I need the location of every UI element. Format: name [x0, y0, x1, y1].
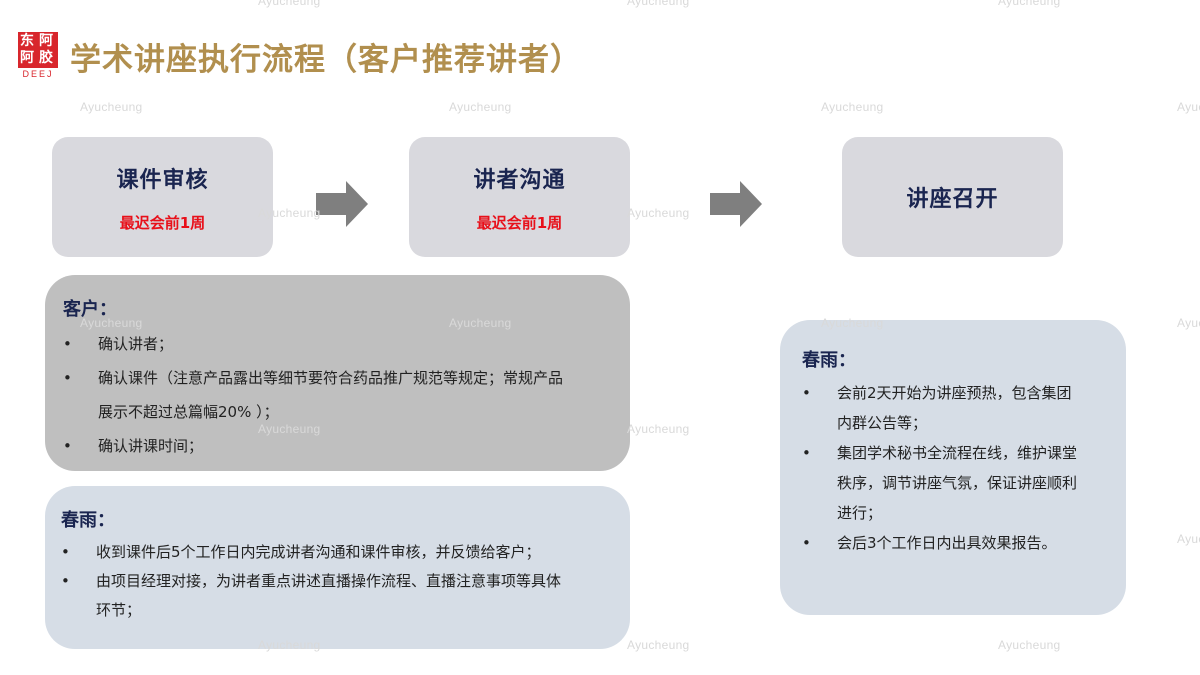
watermark: Ayucheung	[80, 100, 143, 114]
watermark: Ayucheung	[627, 638, 690, 652]
bullet-icon: •	[61, 572, 70, 590]
watermark: Ayucheung	[258, 0, 321, 8]
list-item: • 收到课件后5个工作日内完成讲者沟通和课件审核，并反馈给客户；	[61, 538, 616, 567]
bullet-icon: •	[802, 444, 811, 462]
list-item-text: 确认课件（注意产品露出等细节要符合药品推广规范等规定；常规产品	[98, 369, 564, 387]
list-item: • 会前2天开始为讲座预热，包含集团	[802, 378, 1108, 408]
list-item-text: 确认讲课时间；	[98, 437, 204, 455]
bullet-icon: •	[802, 534, 811, 552]
chunyu-event-task-list: • 会前2天开始为讲座预热，包含集团 内群公告等； • 集团学术秘书全流程在线，维护…	[802, 378, 1108, 558]
step-speaker-communication: 讲者沟通 最迟会前1周	[409, 137, 630, 257]
company-logo: 东 阿 阿 胶 DEEJ	[18, 32, 58, 79]
right-arrow-icon	[316, 181, 368, 227]
card-heading: 客户：	[63, 299, 117, 320]
chunyu-event-card: 春雨： • 会前2天开始为讲座预热，包含集团 内群公告等； • 集团学术秘书全流程在…	[780, 320, 1126, 615]
card-heading: 春雨：	[61, 510, 115, 531]
step-lecture-held: 讲座召开	[842, 137, 1063, 257]
list-item: • 由项目经理对接，为讲者重点讲述直播操作流程、直播注意事项等具体	[61, 567, 616, 596]
chunyu-preparation-card: 春雨： • 收到课件后5个工作日内完成讲者沟通和课件审核，并反馈给客户； • 由项目…	[45, 486, 630, 649]
list-item-continuation: 内群公告等；	[802, 408, 1108, 438]
list-item-text: 秩序，调节讲座气氛，保证讲座顺利	[837, 474, 1078, 492]
watermark: Ayucheung	[627, 206, 690, 220]
step-deadline: 最迟会前1周	[119, 213, 206, 232]
list-item: • 集团学术秘书全流程在线，维护课堂	[802, 438, 1108, 468]
step-name: 课件审核	[116, 167, 209, 193]
bullet-icon: •	[63, 437, 72, 455]
client-responsibilities-card: 客户： • 确认讲者； • 确认课件（注意产品露出等细节要符合药品推广规范等规定；常…	[45, 275, 630, 471]
list-item: • 确认课件（注意产品露出等细节要符合药品推广规范等规定；常规产品	[63, 361, 612, 395]
chunyu-prep-task-list: • 收到课件后5个工作日内完成讲者沟通和课件审核，并反馈给客户； • 由项目经理对接…	[61, 538, 616, 625]
page-title: 学术讲座执行流程（客户推荐讲者）	[70, 42, 582, 78]
watermark: Ayucheung	[1177, 100, 1200, 114]
bullet-icon: •	[802, 384, 811, 402]
bullet-icon: •	[61, 543, 70, 561]
list-item-text: 进行；	[837, 504, 883, 522]
step-name: 讲者沟通	[473, 167, 566, 193]
step-courseware-review: 课件审核 最迟会前1周	[52, 137, 273, 257]
list-item-text: 内群公告等；	[837, 414, 928, 432]
list-item-text: 环节；	[96, 601, 142, 619]
logo-brand-text: DEEJ	[22, 69, 54, 79]
list-item-text: 确认讲者；	[98, 335, 174, 353]
bullet-icon: •	[63, 369, 72, 387]
watermark: Ayucheung	[627, 422, 690, 436]
list-item: • 确认讲者；	[63, 327, 612, 361]
watermark: Ayucheung	[627, 0, 690, 8]
step-name: 讲座召开	[906, 187, 999, 212]
watermark: Ayucheung	[1177, 316, 1200, 330]
list-item-text: 由项目经理对接，为讲者重点讲述直播操作流程、直播注意事项等具体	[96, 572, 562, 590]
list-item-continuation: 秩序，调节讲座气氛，保证讲座顺利	[802, 468, 1108, 498]
watermark: Ayucheung	[1177, 532, 1200, 546]
client-task-list: •确认讲者； •确认课件（注意产品露出等细节要符合药品推广规范等规定；常规产品 …	[63, 327, 612, 463]
watermark: Ayucheung	[449, 100, 512, 114]
bullet-icon: •	[63, 335, 72, 353]
list-item-continuation: 环节；	[61, 596, 616, 625]
list-item-continuation: 展示不超过总篇幅20% ）；	[63, 395, 612, 429]
seal-char: 胶	[39, 50, 53, 66]
list-item-continuation: 进行；	[802, 498, 1108, 528]
list-item: • 确认讲课时间；	[63, 429, 612, 463]
list-item-text: 收到课件后5个工作日内完成讲者沟通和课件审核，并反馈给客户；	[96, 543, 541, 561]
step-deadline: 最迟会前1周	[476, 213, 563, 232]
list-item-text: 展示不超过总篇幅20% ）；	[98, 403, 279, 421]
watermark: Ayucheung	[998, 638, 1061, 652]
seal-char: 东	[20, 33, 34, 49]
logo-seal: 东 阿 阿 胶	[18, 32, 58, 68]
watermark: Ayucheung	[821, 100, 884, 114]
list-item-text: 集团学术秘书全流程在线，维护课堂	[837, 444, 1078, 462]
seal-char: 阿	[39, 33, 53, 49]
watermark: Ayucheung	[998, 0, 1061, 8]
list-item-text: 会后3个工作日内出具效果报告。	[837, 534, 1057, 552]
seal-char: 阿	[20, 50, 34, 66]
right-arrow-icon	[710, 181, 762, 227]
card-heading: 春雨：	[802, 350, 856, 371]
list-item-text: 会前2天开始为讲座预热，包含集团	[837, 384, 1072, 402]
list-item: • 会后3个工作日内出具效果报告。	[802, 528, 1108, 558]
